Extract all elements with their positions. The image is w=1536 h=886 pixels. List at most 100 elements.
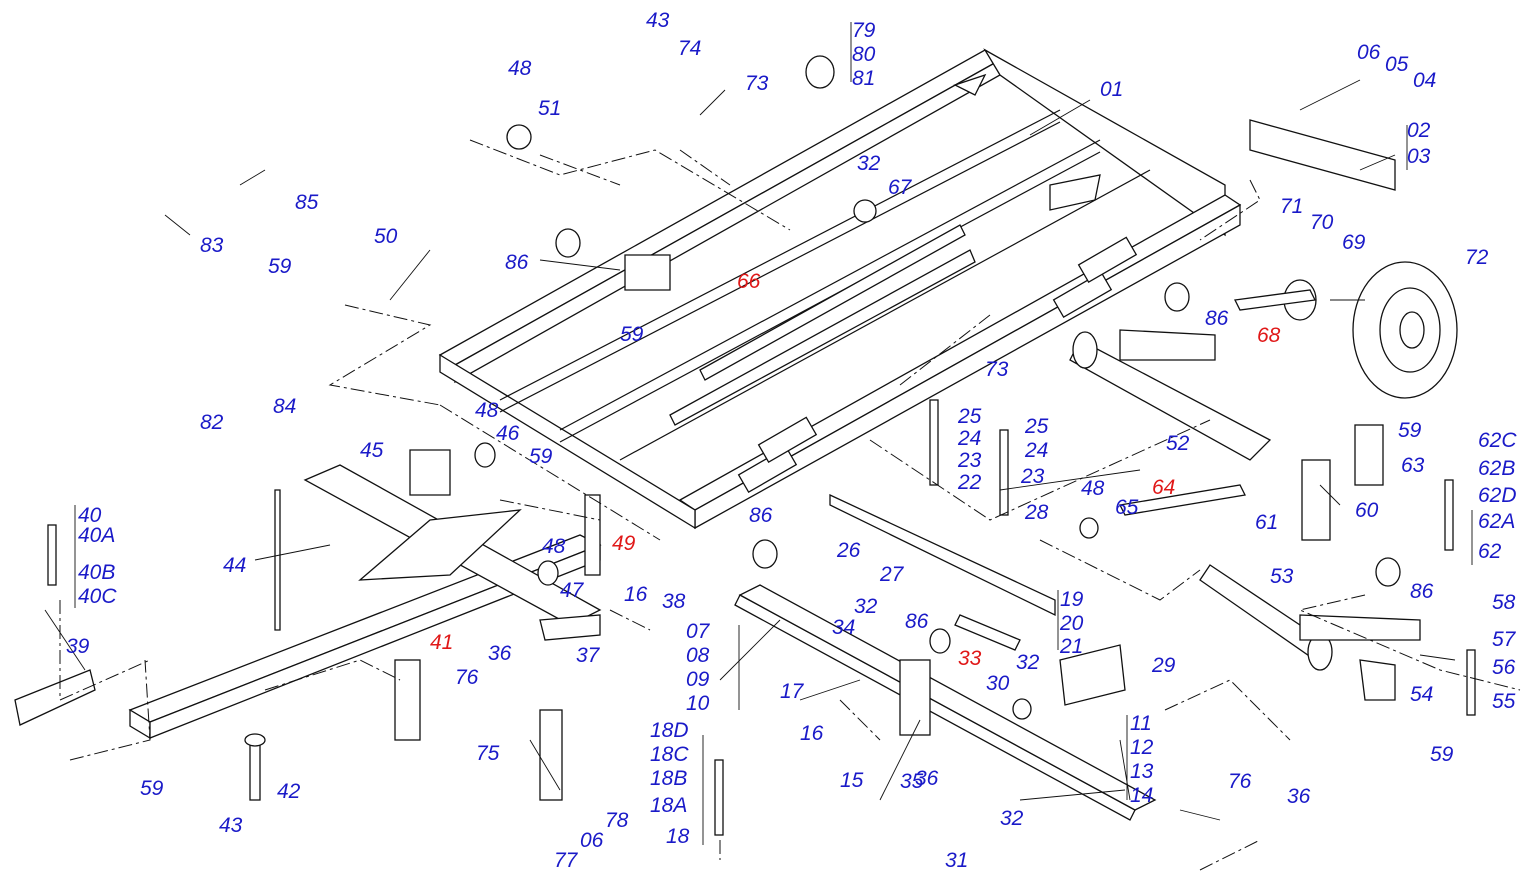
part-number-label[interactable]: 27 — [880, 563, 904, 586]
part-number-label[interactable]: 50 — [374, 225, 398, 248]
part-number-label[interactable]: 81 — [852, 67, 876, 90]
part-number-label[interactable]: 14 — [1130, 784, 1154, 807]
part-number-label[interactable]: 26 — [837, 539, 861, 562]
part-number-label[interactable]: 20 — [1060, 612, 1084, 635]
part-number-label[interactable]: 60 — [1355, 499, 1379, 522]
part-number-label[interactable]: 30 — [986, 672, 1010, 695]
part-number-label[interactable]: 31 — [945, 849, 969, 872]
part-number-label[interactable]: 79 — [852, 19, 876, 42]
part-number-label[interactable]: 70 — [1310, 211, 1334, 234]
part-number-label[interactable]: 23 — [958, 449, 982, 472]
part-number-label[interactable]: 62B — [1478, 457, 1516, 480]
part-number-label[interactable]: 45 — [360, 439, 384, 462]
part-number-label[interactable]: 59 — [268, 255, 292, 278]
part-number-label[interactable]: 17 — [780, 680, 804, 703]
part-number-label[interactable]: 40A — [78, 524, 116, 547]
part-number-label[interactable]: 43 — [646, 9, 670, 32]
part-number-label[interactable]: 24 — [1025, 439, 1049, 462]
part-number-label[interactable]: 58 — [1492, 591, 1516, 614]
part-number-label[interactable]: 59 — [620, 323, 644, 346]
part-number-label[interactable]: 43 — [219, 814, 243, 837]
part-number-label[interactable]: 16 — [624, 583, 648, 606]
part-number-label[interactable]: 18C — [650, 743, 689, 766]
part-number-label[interactable]: 18B — [650, 767, 688, 790]
part-number-label[interactable]: 66 — [737, 270, 761, 293]
part-number-label[interactable]: 49 — [612, 532, 636, 555]
part-number-label[interactable]: 03 — [1407, 145, 1431, 168]
part-number-label[interactable]: 24 — [958, 427, 982, 450]
part-number-label[interactable]: 84 — [273, 395, 297, 418]
part-number-label[interactable]: 10 — [686, 692, 710, 715]
part-number-label[interactable]: 23 — [1021, 465, 1045, 488]
part-number-label[interactable]: 04 — [1413, 69, 1437, 92]
part-number-label[interactable]: 34 — [832, 616, 856, 639]
part-number-label[interactable]: 40 — [78, 504, 102, 527]
part-number-label[interactable]: 83 — [200, 234, 224, 257]
part-number-label[interactable]: 86 — [1205, 307, 1229, 330]
part-number-label[interactable]: 86 — [505, 251, 529, 274]
part-number-label[interactable]: 11 — [1130, 712, 1152, 735]
part-number-label[interactable]: 12 — [1130, 736, 1154, 759]
part-number-label[interactable]: 46 — [496, 422, 520, 445]
part-number-label[interactable]: 62D — [1478, 484, 1517, 507]
part-number-label[interactable]: 32 — [1000, 807, 1024, 830]
part-number-label[interactable]: 65 — [1115, 496, 1139, 519]
part-number-label[interactable]: 35 — [900, 770, 924, 793]
part-number-label[interactable]: 61 — [1255, 511, 1279, 534]
part-number-label[interactable]: 76 — [455, 666, 479, 689]
part-number-label[interactable]: 41 — [430, 631, 454, 654]
part-number-label[interactable]: 18D — [650, 719, 689, 742]
part-number-label[interactable]: 73 — [745, 72, 769, 95]
part-number-label[interactable]: 62A — [1478, 510, 1516, 533]
part-number-label[interactable]: 54 — [1410, 683, 1434, 706]
part-number-label[interactable]: 40C — [78, 585, 117, 608]
part-number-label[interactable]: 52 — [1166, 432, 1190, 455]
part-number-label[interactable]: 28 — [1025, 501, 1049, 524]
part-number-label[interactable]: 64 — [1152, 476, 1176, 499]
part-number-label[interactable]: 18A — [650, 794, 688, 817]
part-number-label[interactable]: 09 — [686, 668, 710, 691]
part-number-label[interactable]: 38 — [662, 590, 686, 613]
part-number-label[interactable]: 44 — [223, 554, 247, 577]
part-number-label[interactable]: 36 — [1287, 785, 1311, 808]
part-number-label[interactable]: 82 — [200, 411, 224, 434]
part-number-label[interactable]: 40B — [78, 561, 116, 584]
part-number-label[interactable]: 19 — [1060, 588, 1084, 611]
part-number-label[interactable]: 51 — [538, 97, 562, 120]
part-number-label[interactable]: 59 — [529, 445, 553, 468]
part-number-label[interactable]: 29 — [1152, 654, 1176, 677]
part-number-label[interactable]: 77 — [554, 849, 578, 872]
part-number-label[interactable]: 86 — [1410, 580, 1434, 603]
part-number-label[interactable]: 37 — [576, 644, 600, 667]
part-number-label[interactable]: 72 — [1465, 246, 1489, 269]
part-number-label[interactable]: 74 — [678, 37, 702, 60]
part-number-label[interactable]: 15 — [840, 769, 864, 792]
part-number-label[interactable]: 86 — [905, 610, 929, 633]
part-number-label[interactable]: 21 — [1060, 635, 1084, 658]
part-number-label[interactable]: 63 — [1401, 454, 1425, 477]
part-number-label[interactable]: 08 — [686, 644, 710, 667]
part-number-label[interactable]: 25 — [1025, 415, 1049, 438]
part-number-label[interactable]: 39 — [66, 635, 90, 658]
part-number-label[interactable]: 02 — [1407, 119, 1431, 142]
part-number-label[interactable]: 05 — [1385, 53, 1409, 76]
part-number-label[interactable]: 25 — [958, 405, 982, 428]
part-number-label[interactable]: 59 — [1430, 743, 1454, 766]
part-number-label[interactable]: 32 — [854, 595, 878, 618]
part-number-label[interactable]: 32 — [857, 152, 881, 175]
part-number-label[interactable]: 36 — [488, 642, 512, 665]
part-number-label[interactable]: 48 — [508, 57, 532, 80]
part-number-label[interactable]: 85 — [295, 191, 319, 214]
part-number-label[interactable]: 32 — [1016, 651, 1040, 674]
part-number-label[interactable]: 06 — [580, 829, 604, 852]
part-number-label[interactable]: 48 — [542, 535, 566, 558]
part-number-label[interactable]: 01 — [1100, 78, 1124, 101]
part-number-label[interactable]: 73 — [985, 358, 1009, 381]
part-number-label[interactable]: 07 — [686, 620, 710, 643]
part-number-label[interactable]: 42 — [277, 780, 301, 803]
part-number-label[interactable]: 78 — [605, 809, 629, 832]
part-number-label[interactable]: 48 — [475, 399, 499, 422]
part-number-label[interactable]: 06 — [1357, 41, 1381, 64]
part-number-label[interactable]: 55 — [1492, 690, 1516, 713]
part-number-label[interactable]: 76 — [1228, 770, 1252, 793]
